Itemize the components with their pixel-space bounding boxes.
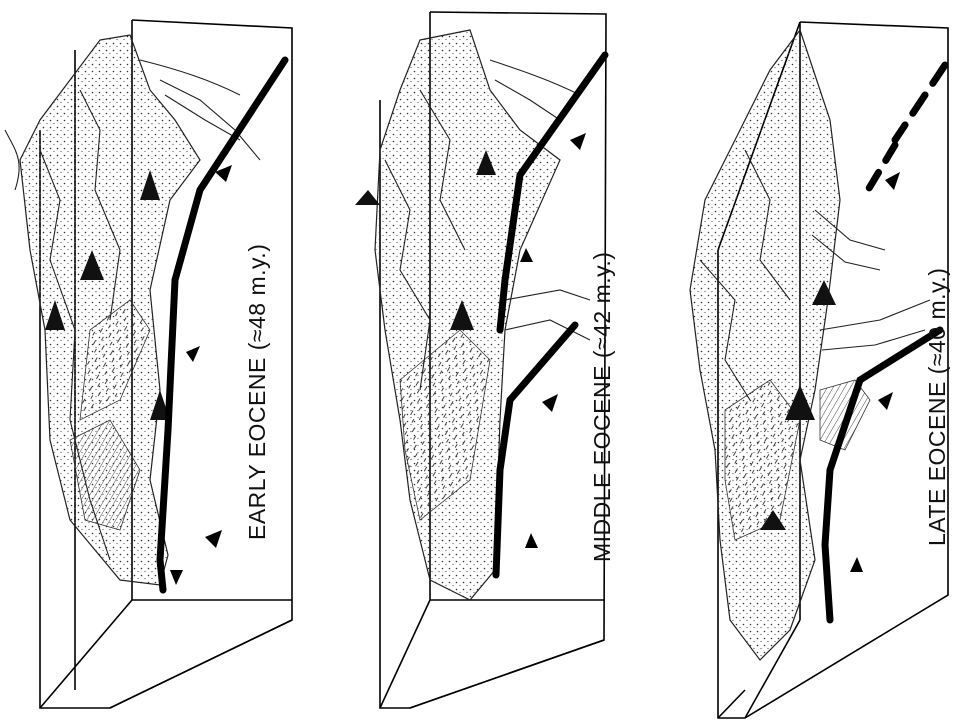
motion-arrow [885, 172, 900, 190]
land-surface [690, 30, 840, 660]
panel-middle-eocene: MIDDLE EOCENE (≈42 m.y.) [355, 12, 615, 708]
volcano-marker [355, 190, 380, 205]
panel-late-eocene: LATE EOCENE (≈40 m.y.) [690, 22, 950, 718]
fault-line [825, 330, 940, 620]
motion-arrow [542, 394, 558, 412]
panel-label-late-eocene: LATE EOCENE (≈40 m.y.) [924, 268, 950, 546]
motion-arrow [186, 346, 200, 362]
motion-arrow [170, 570, 183, 585]
motion-arrow [205, 530, 222, 548]
panel-label-middle-eocene: MIDDLE EOCENE (≈42 m.y.) [589, 252, 615, 562]
fault-line [895, 65, 945, 140]
motion-arrow [878, 392, 893, 410]
motion-arrow [520, 248, 533, 262]
fault-line [865, 145, 895, 195]
motion-arrow [525, 533, 538, 548]
motion-arrow [850, 557, 863, 572]
panel-early-eocene: EARLY EOCENE (≈48 m.y.) [5, 20, 292, 708]
fault-line [496, 325, 575, 575]
motion-arrow [570, 133, 586, 150]
panel-label-early-eocene: EARLY EOCENE (≈48 m.y.) [244, 244, 270, 540]
